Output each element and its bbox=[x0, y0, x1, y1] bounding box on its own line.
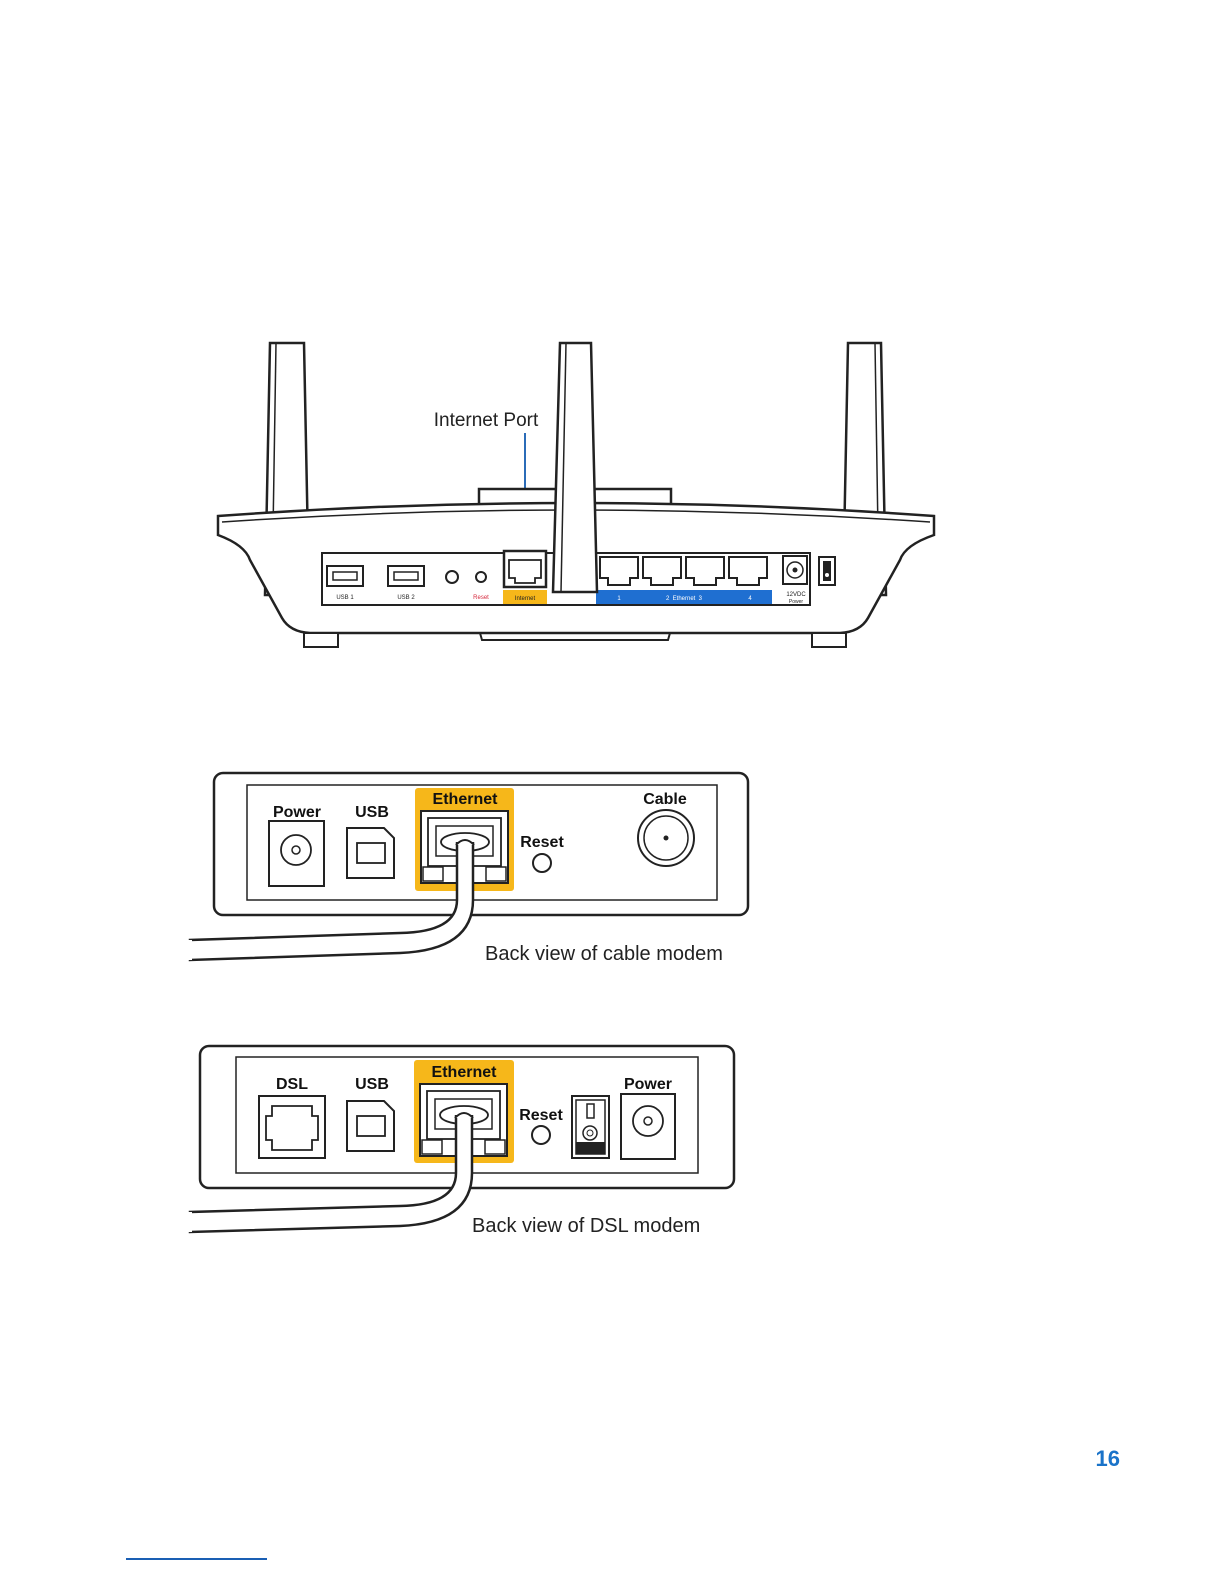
footer-rule bbox=[126, 1558, 267, 1560]
router-back-illustration: Internet Port bbox=[200, 330, 960, 660]
dsl-reset-button bbox=[532, 1126, 550, 1144]
antenna-center bbox=[553, 343, 597, 592]
dsl-reset-label: Reset bbox=[519, 1107, 563, 1124]
internet-port-callout: Internet Port bbox=[434, 410, 539, 431]
foot-left bbox=[304, 633, 338, 647]
reset-button bbox=[476, 572, 486, 582]
cable-ethernet-label: Ethernet bbox=[433, 791, 499, 808]
internet-label: Internet bbox=[515, 596, 536, 602]
dsl-usb-label: USB bbox=[355, 1076, 389, 1093]
dsl-ethernet-label: Ethernet bbox=[432, 1064, 498, 1081]
dsl-dsl-label: DSL bbox=[276, 1076, 308, 1093]
ethernet-label: 2 Ethernet 3 bbox=[666, 596, 703, 602]
usb1-label: USB 1 bbox=[336, 595, 354, 601]
cable-usb-label: USB bbox=[355, 804, 389, 821]
usb2-label: USB 2 bbox=[397, 595, 415, 601]
cable-power-label: Power bbox=[273, 804, 321, 821]
power-label: Power bbox=[789, 599, 804, 605]
wps-button bbox=[446, 571, 458, 583]
dsl-modem-illustration: DSL USB Ethernet Reset Power Back view o… bbox=[180, 1035, 760, 1250]
cable-reset-button bbox=[533, 854, 551, 872]
page-number: 16 bbox=[1060, 1446, 1120, 1472]
power-volt-label: 12VDC bbox=[786, 592, 806, 598]
reset-label: Reset bbox=[473, 595, 489, 601]
cable-cable-label: Cable bbox=[643, 791, 687, 808]
cable-modem-caption: Back view of cable modem bbox=[485, 943, 723, 965]
cable-modem-illustration: Power USB Ethernet Reset Cable Back view… bbox=[180, 760, 760, 980]
foot-right bbox=[812, 633, 846, 647]
cable-reset-label: Reset bbox=[520, 834, 564, 851]
dsl-power-label: Power bbox=[624, 1076, 672, 1093]
dsl-modem-caption: Back view of DSL modem bbox=[472, 1215, 700, 1237]
